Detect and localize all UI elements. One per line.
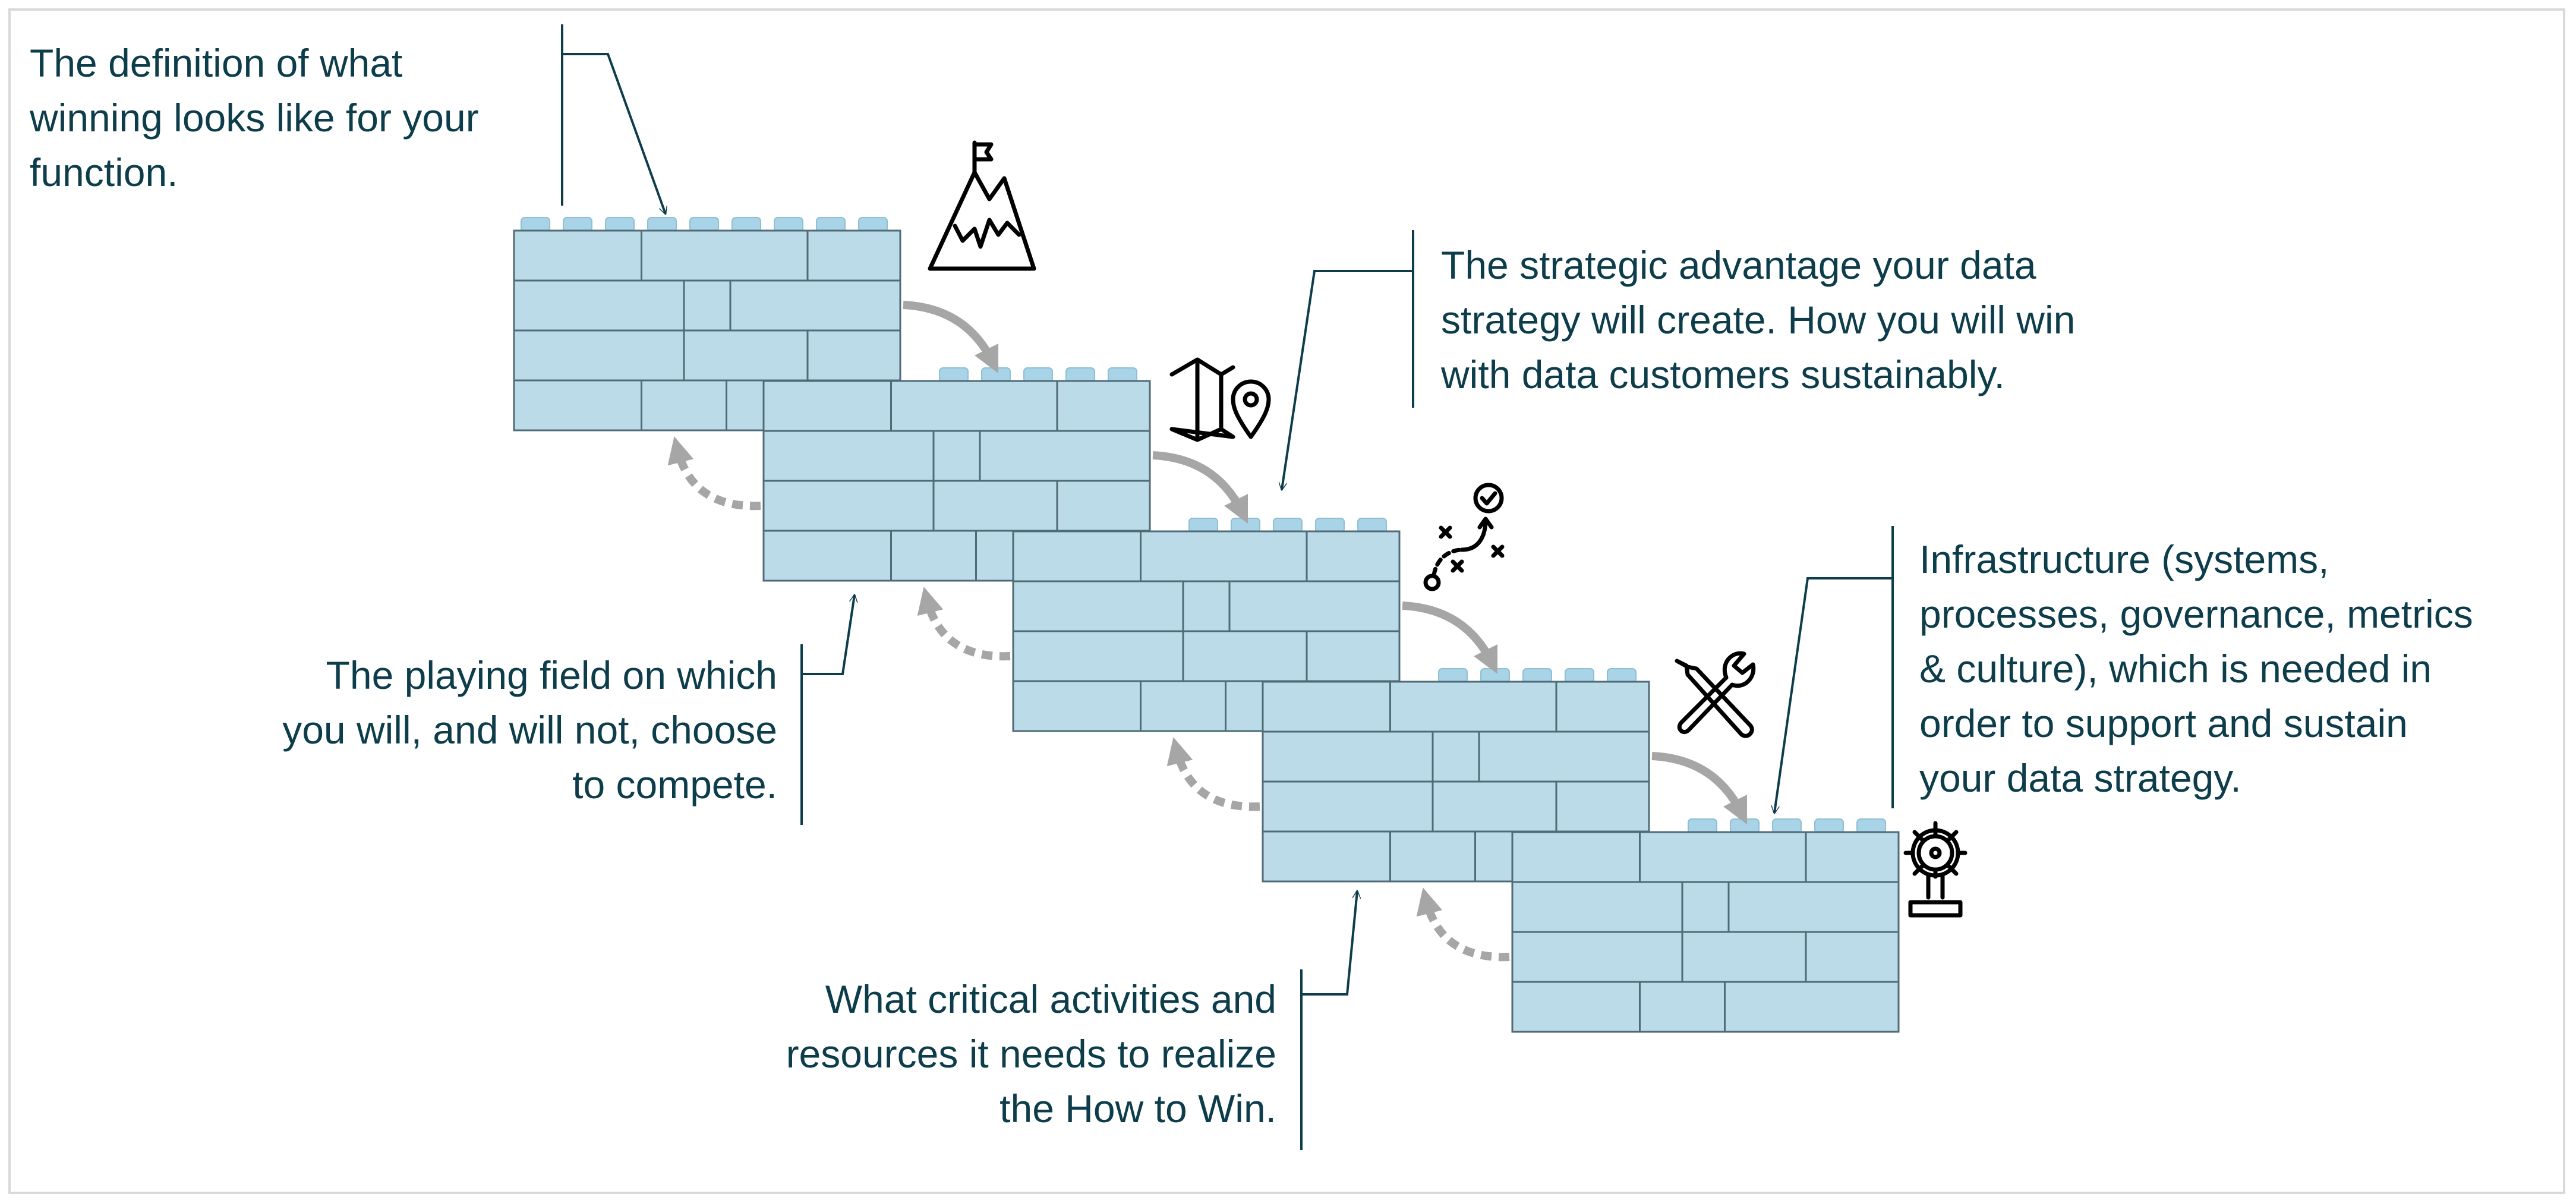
annotation-line: your data strategy. (1919, 756, 2241, 800)
annotation-line: you will, and will not, choose (282, 708, 777, 752)
callout-pointer-where-to-play (802, 595, 855, 675)
annotation-line: The definition of what (30, 41, 403, 85)
brick-stud (1814, 818, 1844, 834)
feedback-arrow (1416, 887, 1510, 962)
brick-stud (1856, 818, 1886, 834)
brick-stud (1607, 668, 1637, 684)
brick-block-capabilities (1262, 668, 1650, 883)
brick-block-where-to-play (762, 367, 1151, 582)
annotation-capabilities: What critical activities and resources i… (786, 972, 1276, 1136)
diagram-frame (8, 8, 2565, 1194)
callout-pointer-capabilities (1301, 891, 1357, 996)
annotation-line: order to support and sustain (1919, 701, 2408, 745)
brick-stud (1023, 367, 1053, 383)
annotation-line: resources it needs to realize (786, 1032, 1276, 1076)
feedback-arrow (667, 436, 761, 511)
map-pin-icon (1169, 357, 1271, 442)
annotation-management-systems: Infrastructure (systems, processes, gove… (1919, 532, 2473, 805)
callout-pointer-management (1774, 577, 1893, 813)
brick-stud (563, 217, 592, 232)
mountain-flag-icon (928, 140, 1036, 271)
brick-stud (1565, 668, 1594, 684)
brick-stud (521, 217, 550, 232)
brick-stud (732, 217, 761, 232)
annotation-line: function. (30, 150, 178, 194)
annotation-line: The strategic advantage your data (1441, 243, 2036, 287)
brick-stud (1231, 518, 1260, 533)
annotation-line: The playing field on which (326, 653, 777, 697)
strategy-play-icon (1423, 483, 1505, 591)
brick-stud (981, 367, 1011, 383)
brick-stud (1522, 668, 1552, 684)
annotation-winning-aspiration: The definition of what winning looks lik… (30, 36, 479, 200)
brick-stud (1772, 818, 1802, 834)
annotation-line: processes, governance, metrics (1919, 592, 2473, 636)
brick-stud (1730, 818, 1760, 834)
annotation-how-to-win: The strategic advantage your data strate… (1441, 238, 2075, 402)
forward-arrow (1402, 601, 1498, 675)
annotation-line: winning looks like for your (30, 96, 479, 140)
brick-stud (774, 217, 803, 232)
brick-stud (1108, 367, 1137, 383)
brick-stud (1315, 518, 1345, 533)
annotation-line: the How to Win. (999, 1086, 1276, 1130)
brick-stud (858, 217, 888, 232)
brick-row (1511, 981, 1900, 1033)
annotation-line: strategy will create. How you will win (1441, 298, 2076, 342)
callout-pointer-winning (562, 53, 666, 214)
brick-stud (1273, 518, 1303, 533)
brick-stud (1065, 367, 1095, 383)
brick-block-management-systems (1511, 818, 1900, 1033)
forward-arrow (1651, 752, 1748, 825)
feedback-arrow (917, 587, 1011, 661)
brick-stud (1688, 818, 1717, 834)
annotation-line: What critical activities and (825, 977, 1276, 1021)
brick-stud (1188, 518, 1218, 533)
brick-block-how-to-win (1012, 518, 1401, 732)
tools-icon (1675, 651, 1756, 738)
annotation-line: Infrastructure (systems, (1919, 537, 2329, 581)
brick-stud (1480, 668, 1510, 684)
brick-stud (1357, 518, 1387, 533)
brick-stud (816, 217, 846, 232)
brick-stud (939, 367, 969, 383)
annotation-line: to compete. (572, 763, 777, 807)
forward-arrow (903, 301, 999, 374)
ship-wheel-icon (1903, 821, 1968, 918)
brick-stud (689, 217, 719, 232)
forward-arrow (1152, 451, 1248, 524)
brick-stud (1438, 668, 1468, 684)
annotation-line: & culture), which is needed in (1919, 647, 2432, 691)
feedback-arrow (1166, 737, 1260, 811)
annotation-where-to-play: The playing field on which you will, and… (282, 648, 777, 812)
callout-pointer-how-to-win (1282, 270, 1413, 490)
annotation-line: with data customers sustainably. (1441, 352, 2005, 396)
brick-stud (605, 217, 635, 232)
brick-stud (647, 217, 677, 232)
